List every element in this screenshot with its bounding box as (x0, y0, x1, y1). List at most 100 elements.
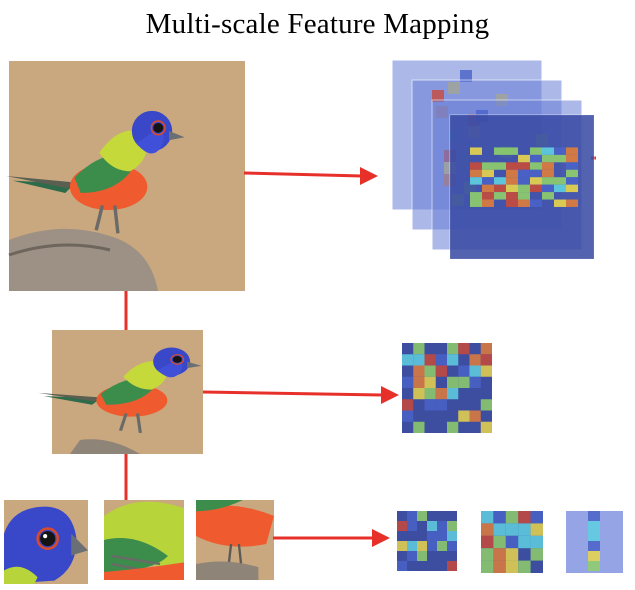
feature-map-cell (530, 511, 543, 524)
feature-map-cell (506, 184, 518, 193)
feature-map-cell (435, 365, 447, 377)
feature-map-cell (407, 551, 417, 561)
feature-map-cell (458, 410, 470, 422)
feature-map-cell (413, 376, 425, 388)
feature-map-cell (566, 169, 578, 178)
feature-map-cell (505, 511, 519, 524)
feature-map-cell (518, 535, 531, 549)
feature-map-cell (470, 162, 482, 170)
feature-map-cell (458, 365, 470, 377)
feature-map-cell (506, 177, 518, 185)
feature-map-cell (542, 154, 554, 163)
feature-map-cell (554, 177, 566, 185)
feature-map-cell (447, 376, 459, 388)
feature-map-crop-belly (566, 511, 623, 573)
feature-map-cell (554, 199, 566, 207)
feature-map-cell (413, 388, 425, 400)
feature-map-cell (447, 531, 457, 541)
feature-map-cell (518, 162, 530, 170)
feature-map-cell (542, 184, 554, 193)
feature-map-cell (427, 521, 437, 531)
feature-map-cell (493, 548, 506, 561)
feature-map-cell (518, 192, 530, 200)
feature-map-cell (554, 184, 566, 193)
feature-map-cell (470, 169, 482, 178)
arrow-full-to-map (243, 167, 378, 185)
feature-map-cell (458, 376, 470, 388)
feature-map-cell (480, 354, 492, 366)
feature-map-cell (530, 154, 542, 163)
feature-map-cell (542, 192, 554, 200)
arrow-half-to-map (202, 386, 399, 404)
feature-map-cell (493, 560, 506, 573)
feature-map-cell (588, 541, 600, 551)
feature-map-cell (424, 388, 436, 400)
feature-map-cell (566, 162, 578, 170)
feature-map-cell (470, 192, 482, 200)
feature-map-cell (505, 548, 519, 561)
feature-map-cell (518, 511, 531, 524)
feature-map-cell (458, 343, 470, 355)
feature-map-cell (413, 365, 425, 377)
feature-map-cell (482, 177, 494, 185)
feature-map-cell (506, 169, 518, 178)
feature-map-cell (407, 541, 417, 551)
feature-map-cell (518, 154, 530, 163)
feature-map-cell (494, 177, 506, 185)
feature-map-cell (413, 343, 425, 355)
feature-map-cell (493, 511, 506, 524)
feature-map-cell (469, 410, 481, 422)
feature-map-cell (470, 147, 482, 155)
feature-map-cell (469, 365, 481, 377)
feature-map-cell (493, 535, 506, 549)
bird-photo-half (36, 330, 203, 454)
bird-photo-full (4, 61, 245, 291)
feature-map-cell (530, 199, 542, 207)
feature-map-cell (481, 548, 494, 561)
feature-map-cell (460, 70, 472, 82)
feature-map-cell (494, 147, 506, 155)
feature-map-cell (402, 354, 414, 366)
feature-map-cell (447, 521, 457, 531)
feature-map-cell (566, 177, 578, 185)
feature-map-cell (554, 154, 566, 163)
feature-map-cell (542, 162, 554, 170)
feature-map-cell (481, 535, 494, 549)
feature-map-cell (494, 162, 506, 170)
feature-map-cell (518, 523, 531, 536)
feature-map-cell (427, 541, 437, 551)
feature-map-cell (566, 147, 578, 155)
feature-map-cell (424, 376, 436, 388)
feature-map-cell (505, 523, 519, 536)
feature-map-cell (505, 560, 519, 573)
feature-map-cell (542, 147, 554, 155)
feature-map-cell (566, 154, 578, 163)
feature-map-cell (566, 184, 578, 193)
feature-map-cell (588, 551, 600, 561)
feature-map-cell (588, 531, 600, 541)
feature-map-cell (542, 177, 554, 185)
feature-map-cell (407, 511, 417, 521)
feature-map-cell (482, 192, 494, 200)
feature-map-cell (588, 511, 600, 521)
feature-map-cell (518, 199, 530, 207)
feature-map-cell (493, 523, 506, 536)
feature-map-cell (397, 521, 407, 531)
feature-map-cell (413, 421, 425, 433)
feature-map-cell (469, 354, 481, 366)
feature-map-cell (397, 561, 407, 571)
feature-map-cell (470, 199, 482, 207)
feature-map-cell (530, 548, 543, 561)
feature-map-cell (480, 399, 492, 411)
feature-map-cell (432, 90, 444, 102)
feature-map-cell (447, 343, 459, 355)
feature-map-cell (424, 399, 436, 411)
feature-map-cell (518, 184, 530, 193)
feature-map-cell (482, 162, 494, 170)
feature-map-half-scale (402, 343, 492, 433)
feature-map-cell (588, 561, 600, 571)
feature-map-cell (506, 199, 518, 207)
feature-map-cell (447, 561, 457, 571)
feature-map-cell (402, 376, 414, 388)
